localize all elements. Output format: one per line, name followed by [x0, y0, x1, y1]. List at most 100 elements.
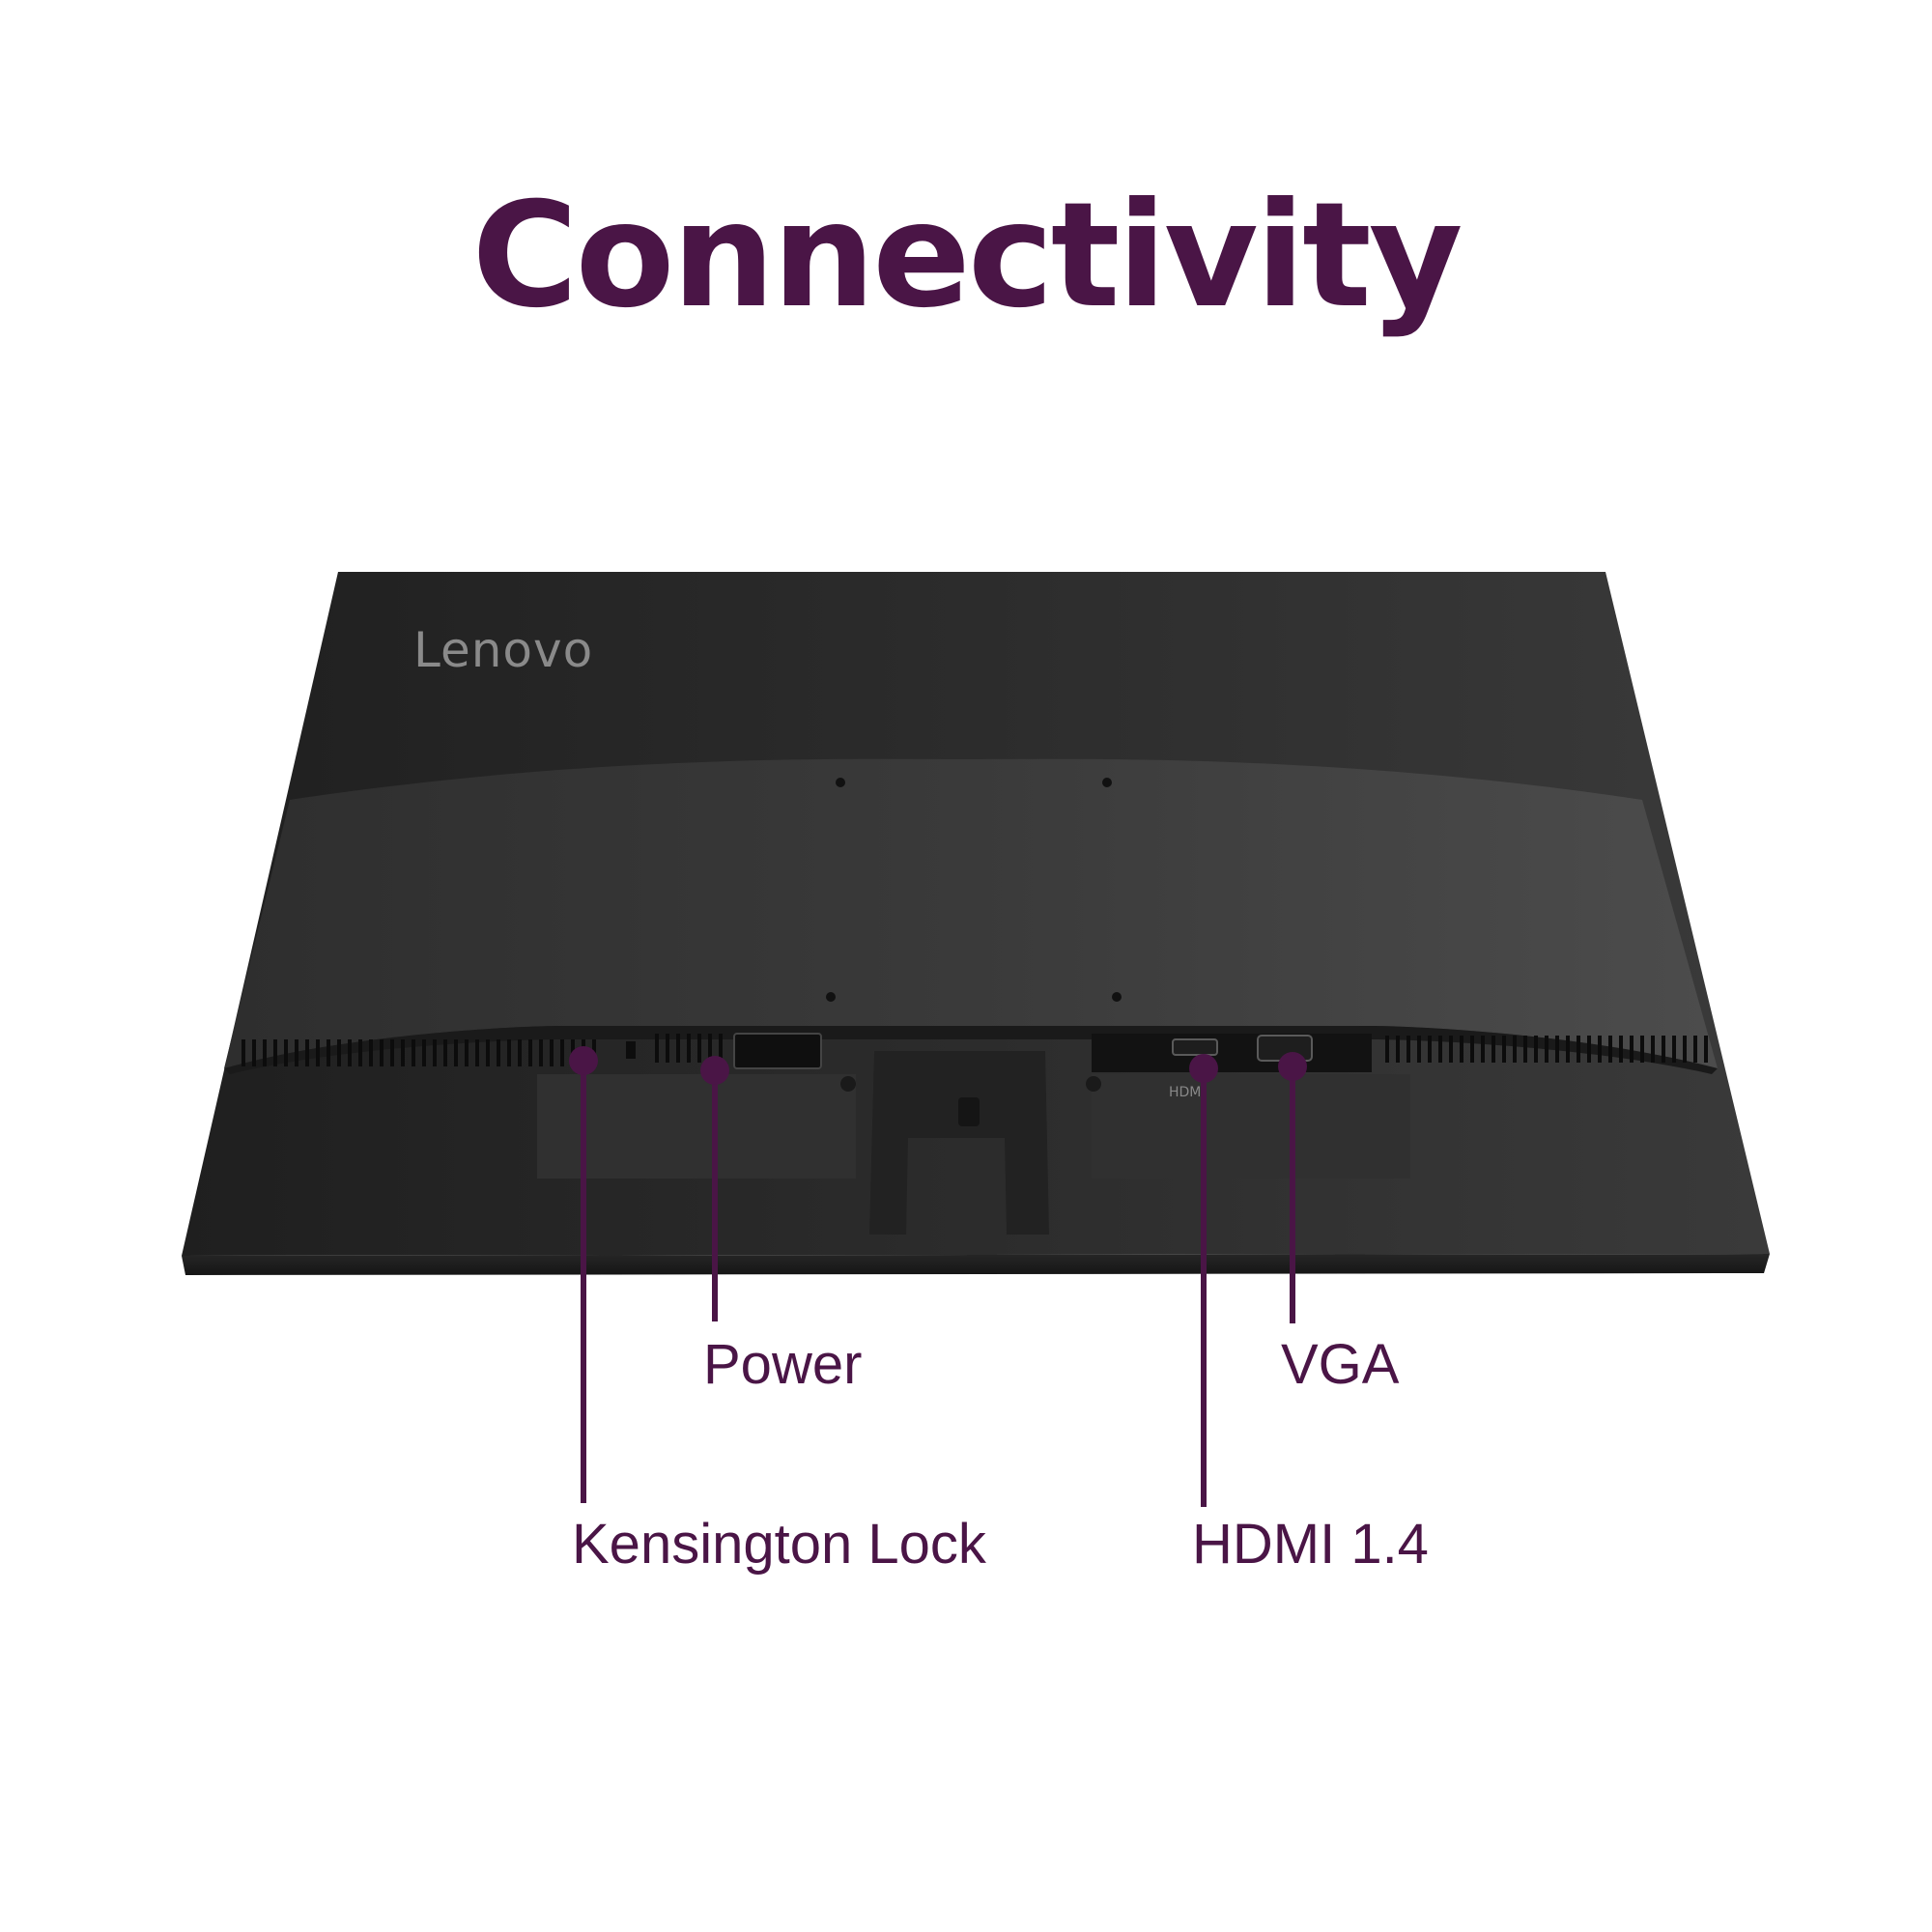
power-socket: [733, 1033, 822, 1069]
rear-panel: [224, 758, 1718, 1068]
vent-slot: [1555, 1036, 1559, 1063]
vent-slot: [539, 1039, 543, 1066]
vent-slot: [443, 1039, 447, 1066]
vent-slot: [687, 1034, 691, 1063]
vent-slot: [369, 1039, 373, 1066]
vent-slot: [1396, 1036, 1400, 1063]
vent-slot: [1704, 1036, 1708, 1063]
hdmi-port: [1172, 1038, 1218, 1056]
hdmi-port-icon: HDMI: [1169, 1085, 1206, 1100]
vent-slot: [528, 1039, 532, 1066]
vent-slot: [1545, 1036, 1548, 1063]
vga-callout-dot: [1278, 1052, 1307, 1081]
vent-slot: [560, 1039, 564, 1066]
vent-slot: [676, 1034, 680, 1063]
vent-slot: [295, 1039, 298, 1066]
vent-slot: [273, 1039, 277, 1066]
vent-slot: [412, 1039, 415, 1066]
vent-slot: [327, 1039, 330, 1066]
lenovo-logo: Lenovo: [413, 622, 593, 678]
vent-slot: [1417, 1036, 1421, 1063]
vent-slot: [348, 1039, 352, 1066]
vent-slot: [1492, 1036, 1495, 1063]
vent-slot: [475, 1039, 479, 1066]
vent-slot: [486, 1039, 490, 1066]
vent-slot: [465, 1039, 469, 1066]
vesa-hole: [1112, 992, 1122, 1002]
hdmi-callout-dot: [1189, 1054, 1218, 1083]
monitor-bottom-edge: [182, 1254, 1770, 1275]
vent-slot: [433, 1039, 437, 1066]
vent-slot: [1693, 1036, 1697, 1063]
vent-slot: [1523, 1036, 1527, 1063]
vent-slot: [550, 1039, 554, 1066]
vent-slot: [305, 1039, 309, 1066]
vent-slot: [1406, 1036, 1410, 1063]
callouts: [569, 1046, 1307, 1507]
vent-slot: [1640, 1036, 1644, 1063]
vent-slot: [1577, 1036, 1580, 1063]
stand-mount: [869, 1051, 1049, 1235]
vent-slot: [1449, 1036, 1453, 1063]
vent-slot: [1587, 1036, 1591, 1063]
right-port-bay: [1092, 1034, 1372, 1072]
vent-slot: [263, 1039, 267, 1066]
kensington-lock-label: Kensington Lock: [572, 1513, 986, 1576]
vent-slot: [518, 1039, 522, 1066]
vent-slot: [497, 1039, 500, 1066]
power-callout-dot: [700, 1056, 729, 1085]
vent-slot: [1619, 1036, 1623, 1063]
vent-slot: [719, 1034, 723, 1063]
kensington-callout-dot: [569, 1046, 598, 1075]
vent-slot: [252, 1039, 256, 1066]
monitor-back: HDMI Lenovo: [182, 572, 1770, 1275]
vent-grille: [242, 1034, 1708, 1066]
screw: [840, 1076, 856, 1092]
vent-slot: [708, 1034, 712, 1063]
vent-slot: [1608, 1036, 1612, 1063]
vent-slot: [655, 1034, 659, 1063]
vent-slot: [697, 1034, 701, 1063]
vent-slot: [1651, 1036, 1655, 1063]
vent-slot: [1502, 1036, 1506, 1063]
vent-slot: [1470, 1036, 1474, 1063]
hdmi-label: HDMI 1.4: [1192, 1513, 1429, 1576]
vga-label: VGA: [1281, 1333, 1400, 1396]
vent-slot: [1534, 1036, 1538, 1063]
vent-slot: [358, 1039, 362, 1066]
vent-slot: [454, 1039, 458, 1066]
vent-slot: [390, 1039, 394, 1066]
vent-slot: [1566, 1036, 1570, 1063]
vent-slot: [1438, 1036, 1442, 1063]
vent-slot: [1683, 1036, 1687, 1063]
vent-slot: [337, 1039, 341, 1066]
vent-slot: [1630, 1036, 1634, 1063]
vent-slot: [380, 1039, 384, 1066]
vent-slot: [1385, 1036, 1389, 1063]
vent-slot: [422, 1039, 426, 1066]
vent-slot: [242, 1039, 245, 1066]
vent-slot: [666, 1034, 669, 1063]
vent-slot: [1672, 1036, 1676, 1063]
vent-slot: [284, 1039, 288, 1066]
page-title: Connectivity: [471, 172, 1463, 340]
vent-slot: [316, 1039, 320, 1066]
vent-slot: [401, 1039, 405, 1066]
vent-slot: [1481, 1036, 1485, 1063]
stand-clip: [958, 1097, 980, 1126]
right-port-plate: [1092, 1074, 1410, 1179]
vent-slot: [1662, 1036, 1665, 1063]
vent-slot: [1428, 1036, 1432, 1063]
vent-slot: [1460, 1036, 1463, 1063]
left-port-plate: [537, 1074, 856, 1179]
kensington-slot: [626, 1041, 636, 1059]
vesa-hole: [826, 992, 836, 1002]
vesa-hole: [1102, 778, 1112, 787]
vent-slot: [507, 1039, 511, 1066]
vesa-hole: [836, 778, 845, 787]
vent-slot: [1598, 1036, 1602, 1063]
power-label: Power: [703, 1333, 863, 1396]
vent-slot: [1513, 1036, 1517, 1063]
screw: [1086, 1076, 1101, 1092]
